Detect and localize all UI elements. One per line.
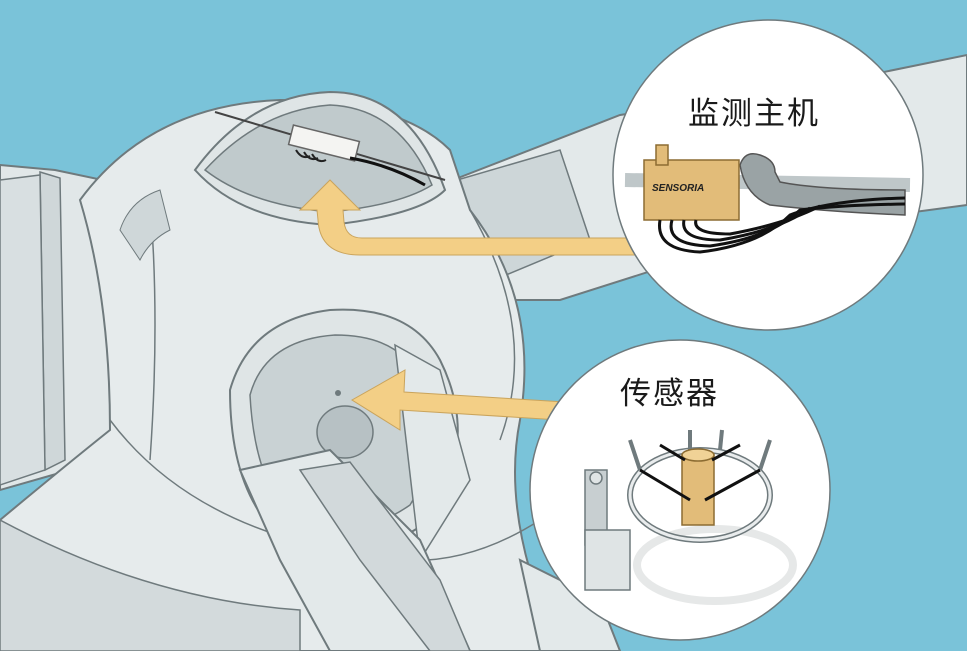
lower-blade [238,448,472,651]
hub-top-opening [193,90,447,227]
sensor-bracket [584,469,631,591]
sensor-ring-shadow [633,525,797,605]
arrow-left-icon [351,369,566,431]
host-callout: SENSORIA [612,19,924,331]
host-label: 监测主机 [688,96,820,132]
host-device: SENSORIA [643,144,740,221]
host-cables [658,196,906,254]
device-brand: SENSORIA [652,183,704,194]
sensor-body [639,443,761,526]
sensor-callout [529,339,831,641]
sensor-label: 传感器 [620,376,719,412]
